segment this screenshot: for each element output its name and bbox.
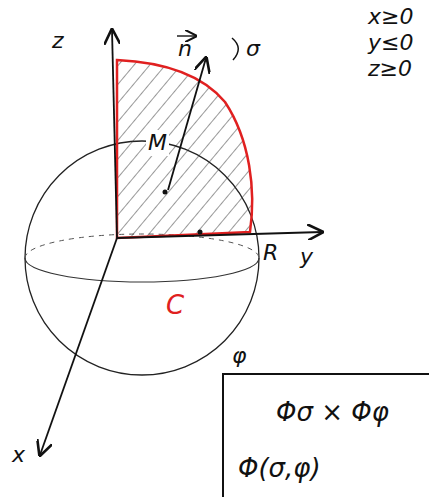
axis-label: z [52,28,64,54]
axis-label: φ [232,343,247,369]
formula-text: Φ(σ,φ) [238,453,321,483]
axis-label: R [263,240,278,266]
formula-text: Φσ × Φφ [276,397,389,427]
axis-label: σ [246,36,260,62]
axis-label: x [12,442,25,468]
axis-label: y≤0 [368,30,413,56]
surface-patch [117,60,252,238]
axis-label: n [178,36,192,62]
axis-label: z≥0 [368,56,412,82]
point [163,190,168,195]
curve-label: C [166,292,184,318]
z-axis [112,30,117,238]
axis-label: y [300,244,313,270]
axis-label: M [146,130,169,156]
formula-box: Φσ × Φφ Φ(σ,φ) [222,373,429,497]
axis-label: x≥0 [368,4,413,30]
equator-front [25,258,259,282]
sigma-arc [232,38,238,60]
point [198,230,203,235]
x-axis [40,238,117,455]
y-axis [117,232,322,238]
normal-vector [168,58,206,190]
